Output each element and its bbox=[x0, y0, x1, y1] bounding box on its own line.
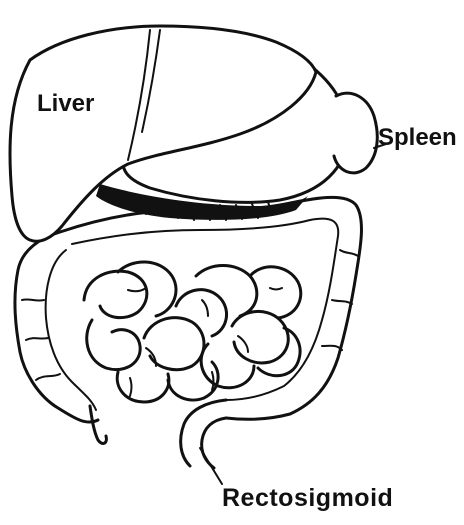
appendix bbox=[90, 406, 106, 443]
colon-inner-outline bbox=[46, 219, 339, 410]
liver-label: Liver bbox=[37, 92, 94, 116]
rectosigmoid-outline bbox=[181, 400, 226, 468]
spleen-outline bbox=[334, 93, 377, 173]
intestine-coil-12 bbox=[258, 328, 300, 376]
rectosigmoid-label: Rectosigmoid bbox=[222, 486, 393, 511]
small-intestine bbox=[84, 262, 301, 402]
rectosigmoid-organ bbox=[181, 400, 226, 484]
intestine-coil-3 bbox=[87, 320, 140, 370]
spleen-label: Spleen bbox=[378, 126, 457, 150]
rectosigmoid-pointer bbox=[200, 448, 222, 484]
colon-haustra-left bbox=[22, 299, 60, 380]
intestine-coil-9 bbox=[201, 344, 254, 388]
intestine-coil-10 bbox=[117, 372, 169, 402]
intestine-coil-1 bbox=[84, 271, 147, 318]
intestine-coil-4 bbox=[144, 318, 204, 370]
